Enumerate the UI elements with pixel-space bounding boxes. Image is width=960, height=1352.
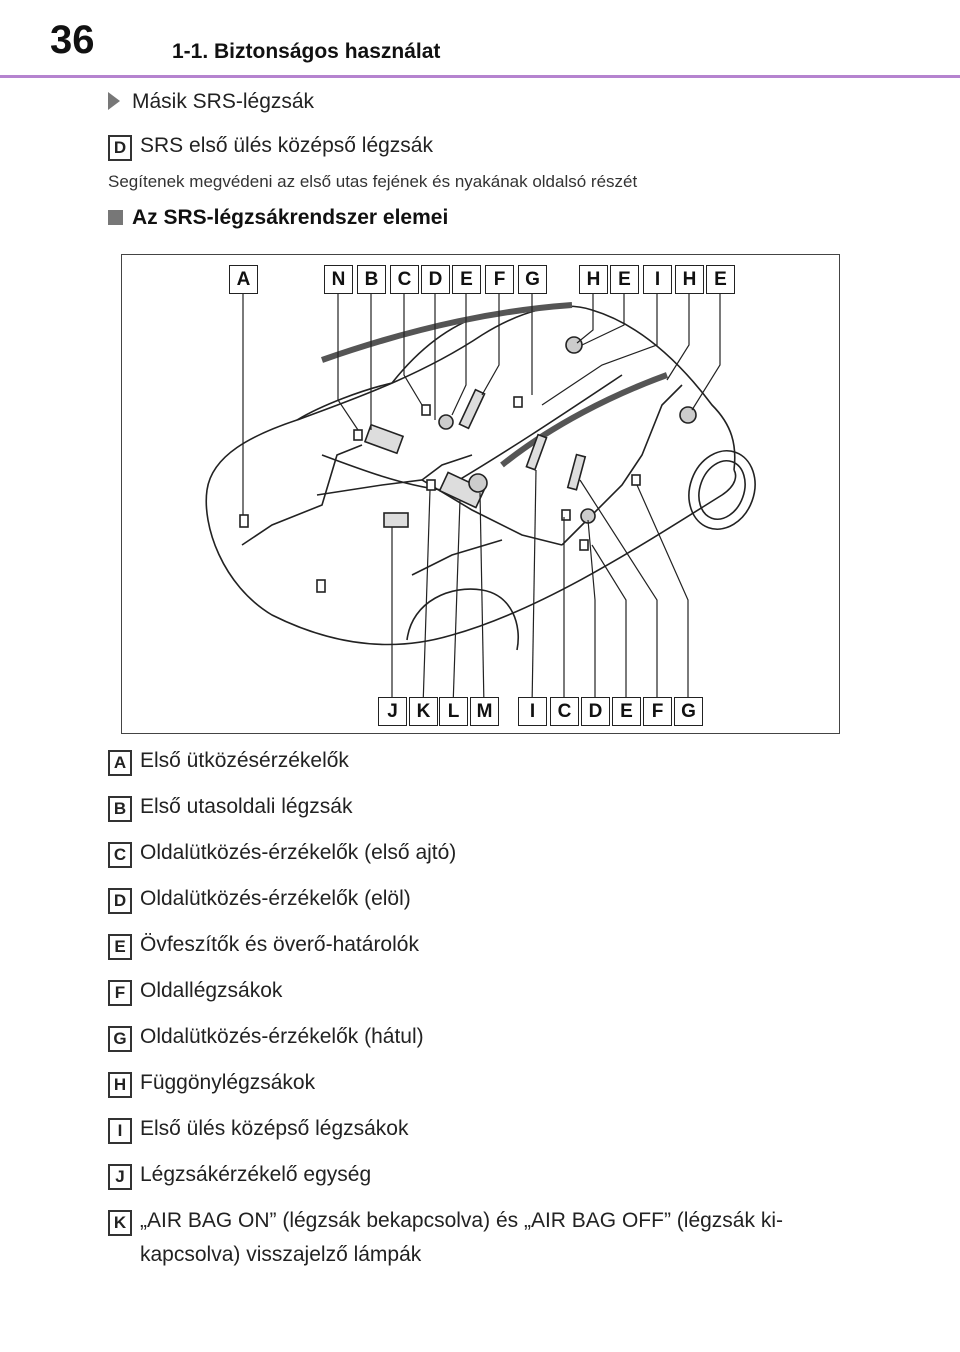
diagram-label-top: E bbox=[452, 265, 481, 294]
label-badge-e: E bbox=[108, 934, 132, 960]
legend-text: „AIR BAG ON” (légzsák bekapcsolva) és „A… bbox=[140, 1209, 783, 1232]
section-title: 1-1. Biztonságos használat bbox=[172, 40, 441, 63]
subheading: Másik SRS-légzsák bbox=[132, 90, 315, 113]
label-badge-b: B bbox=[108, 796, 132, 822]
label-badge-g: G bbox=[108, 1026, 132, 1052]
airbag-system-diagram: A N B C D E F G H E I H E J K L M I C D … bbox=[121, 254, 840, 734]
diagram-label-top: B bbox=[357, 265, 386, 294]
legend-text: Első ütközésérzékelők bbox=[140, 749, 349, 772]
page-number: 36 bbox=[50, 18, 95, 62]
label-badge-j: J bbox=[108, 1164, 132, 1190]
diagram-label-bottom: K bbox=[409, 697, 438, 726]
diagram-label-top: H bbox=[675, 265, 704, 294]
section-heading: Az SRS-légzsákrendszer elemei bbox=[132, 206, 449, 229]
item-d-text: SRS első ülés középső légzsák bbox=[140, 134, 433, 157]
diagram-label-bottom: L bbox=[439, 697, 468, 726]
legend-text: Légzsákérzékelő egység bbox=[140, 1163, 372, 1186]
header-divider bbox=[0, 75, 960, 78]
legend-text-continued: kapcsolva) visszajelző lámpák bbox=[140, 1243, 422, 1266]
legend-text: Oldalütközés-érzékelők (első ajtó) bbox=[140, 841, 457, 864]
label-badge-i: I bbox=[108, 1118, 132, 1144]
diagram-label-bottom: E bbox=[612, 697, 641, 726]
triangle-bullet-icon bbox=[108, 92, 120, 110]
diagram-label-top: E bbox=[706, 265, 735, 294]
diagram-label-top: G bbox=[518, 265, 547, 294]
legend-text: Függönylégzsákok bbox=[140, 1071, 316, 1094]
diagram-label-top: H bbox=[579, 265, 608, 294]
diagram-label-bottom: M bbox=[470, 697, 499, 726]
diagram-label-top: F bbox=[485, 265, 514, 294]
diagram-label-bottom: C bbox=[550, 697, 579, 726]
diagram-label-top: I bbox=[643, 265, 672, 294]
description-note: Segítenek megvédeni az első utas fejének… bbox=[108, 172, 638, 191]
label-badge-h: H bbox=[108, 1072, 132, 1098]
legend-text: Első ülés középső légzsákok bbox=[140, 1117, 409, 1140]
page-header: 36 1-1. Biztonságos használat bbox=[0, 0, 960, 78]
label-badge-c: C bbox=[108, 842, 132, 868]
diagram-label-bottom: I bbox=[518, 697, 547, 726]
diagram-label-top: A bbox=[229, 265, 258, 294]
label-badge-a: A bbox=[108, 750, 132, 776]
diagram-label-top: C bbox=[390, 265, 419, 294]
label-badge-d: D bbox=[108, 135, 132, 161]
diagram-label-bottom: F bbox=[643, 697, 672, 726]
label-badge-f: F bbox=[108, 980, 132, 1006]
legend-text: Oldalütközés-érzékelők (hátul) bbox=[140, 1025, 424, 1048]
legend-text: Első utasoldali légzsák bbox=[140, 795, 353, 818]
car-illustration bbox=[205, 292, 756, 708]
diagram-label-bottom: G bbox=[674, 697, 703, 726]
diagram-label-bottom: J bbox=[378, 697, 407, 726]
diagram-label-bottom: D bbox=[581, 697, 610, 726]
square-bullet-icon bbox=[108, 210, 123, 225]
diagram-label-top: N bbox=[324, 265, 353, 294]
diagram-label-top: E bbox=[610, 265, 639, 294]
diagram-label-top: D bbox=[421, 265, 450, 294]
label-badge-d: D bbox=[108, 888, 132, 914]
legend-text: Oldallégzsákok bbox=[140, 979, 283, 1002]
label-badge-k: K bbox=[108, 1210, 132, 1236]
legend-text: Övfeszítők és överő-határolók bbox=[140, 933, 419, 956]
legend-text: Oldalütközés-érzékelők (elöl) bbox=[140, 887, 411, 910]
